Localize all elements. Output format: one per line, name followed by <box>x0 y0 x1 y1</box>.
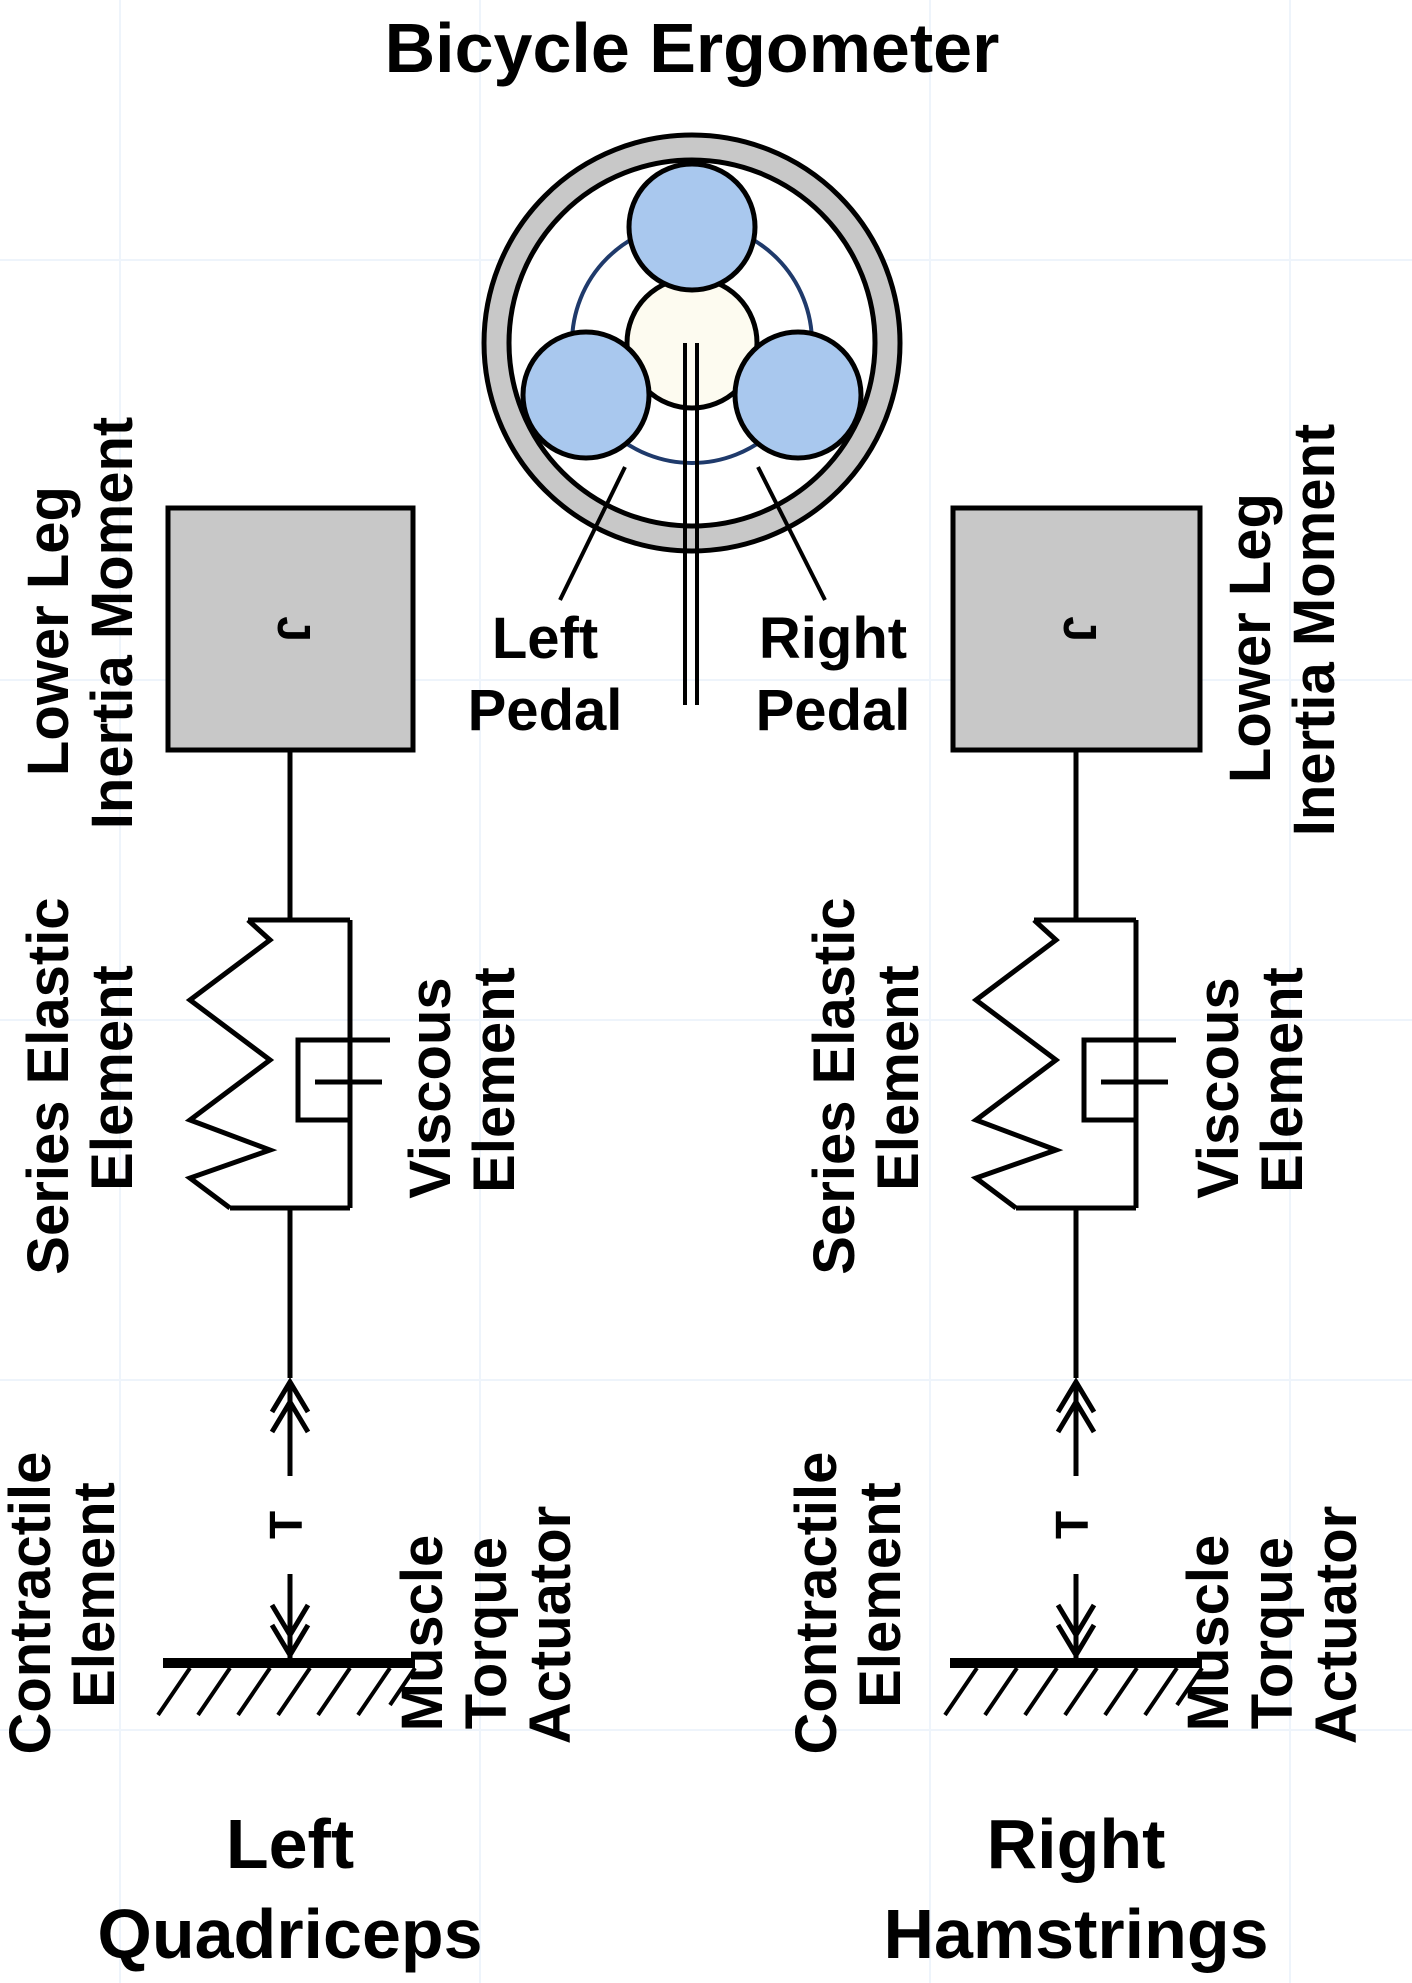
right-muscle-name: Right <box>987 1805 1166 1883</box>
right-inertia-label: Lower Leg Inertia Moment <box>1218 424 1347 837</box>
right-inertia-symbol: J <box>1054 616 1106 642</box>
right-series-elastic-label: Series Elastic Element <box>802 881 931 1274</box>
right-muscle-model: J Lower Leg Inertia Moment Series Elasti… <box>784 424 1369 1973</box>
left-series-elastic-label: Series Elastic Element <box>16 881 145 1274</box>
right-series-elastic-spring <box>970 918 1064 1210</box>
right-down-arrowhead-2 <box>1055 1603 1097 1640</box>
left-pedal <box>520 329 652 461</box>
right-pedal <box>732 329 864 461</box>
right-actuator-label: Muscle Torque Actuator <box>1176 1506 1369 1744</box>
left-contractile-label: Contractile Element <box>0 1435 127 1754</box>
left-pedal-label-2: Pedal <box>468 678 623 743</box>
left-inertia-symbol: J <box>268 616 320 642</box>
left-series-elastic-spring <box>184 918 278 1210</box>
right-pedal-label: Right <box>759 606 907 671</box>
right-torque-symbol: T <box>1046 1511 1098 1539</box>
right-pedal-label-2: Pedal <box>756 678 911 743</box>
left-pedal-leader <box>558 466 627 601</box>
left-down-arrowhead-1 <box>269 1623 311 1660</box>
left-torque-symbol: T <box>260 1511 312 1539</box>
left-muscle-name-2: Quadriceps <box>97 1895 482 1973</box>
left-pedal-label: Left <box>492 606 598 671</box>
left-ground-hatch <box>156 1666 417 1717</box>
right-ground-hatch <box>943 1666 1204 1717</box>
diagram-title: Bicycle Ergometer <box>385 9 1000 87</box>
left-actuator-label: Muscle Torque Actuator <box>390 1506 583 1744</box>
left-muscle-name: Left <box>226 1805 354 1883</box>
right-inertia-box <box>950 505 1203 753</box>
bicycle-ergometer: Left Pedal Right Pedal <box>468 132 911 743</box>
right-contractile-label: Contractile Element <box>784 1435 913 1754</box>
left-muscle-model: J Lower Leg Inertia Moment Series Elasti… <box>0 417 583 1973</box>
right-muscle-name-2: Hamstrings <box>883 1895 1268 1973</box>
right-viscous-label: Viscous Element <box>1186 961 1315 1199</box>
right-down-arrowhead-1 <box>1055 1623 1097 1660</box>
left-viscous-label: Viscous Element <box>398 961 527 1199</box>
left-down-arrowhead-2 <box>269 1603 311 1640</box>
right-pedal-leader <box>756 466 827 601</box>
top-pedal <box>626 161 758 293</box>
left-inertia-label: Lower Leg Inertia Moment <box>16 417 145 830</box>
